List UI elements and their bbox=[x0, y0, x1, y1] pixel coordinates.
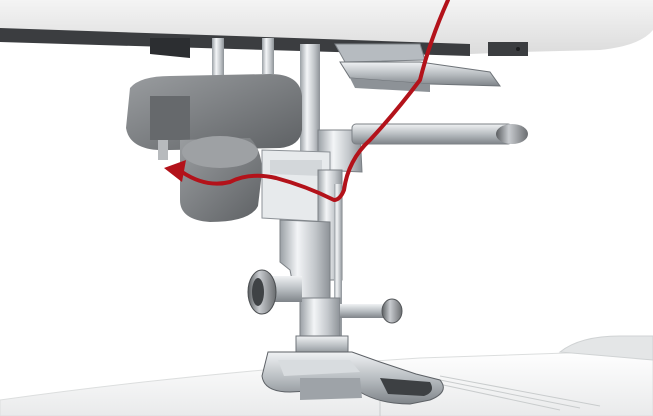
thumb-screw-icon bbox=[247, 269, 302, 315]
thread-path-arrow-icon bbox=[164, 0, 450, 202]
bobbin-winder-housing bbox=[126, 74, 302, 222]
rod-knob bbox=[496, 124, 528, 144]
presser-foot-icon bbox=[261, 351, 444, 405]
side-screw-icon bbox=[340, 298, 403, 324]
